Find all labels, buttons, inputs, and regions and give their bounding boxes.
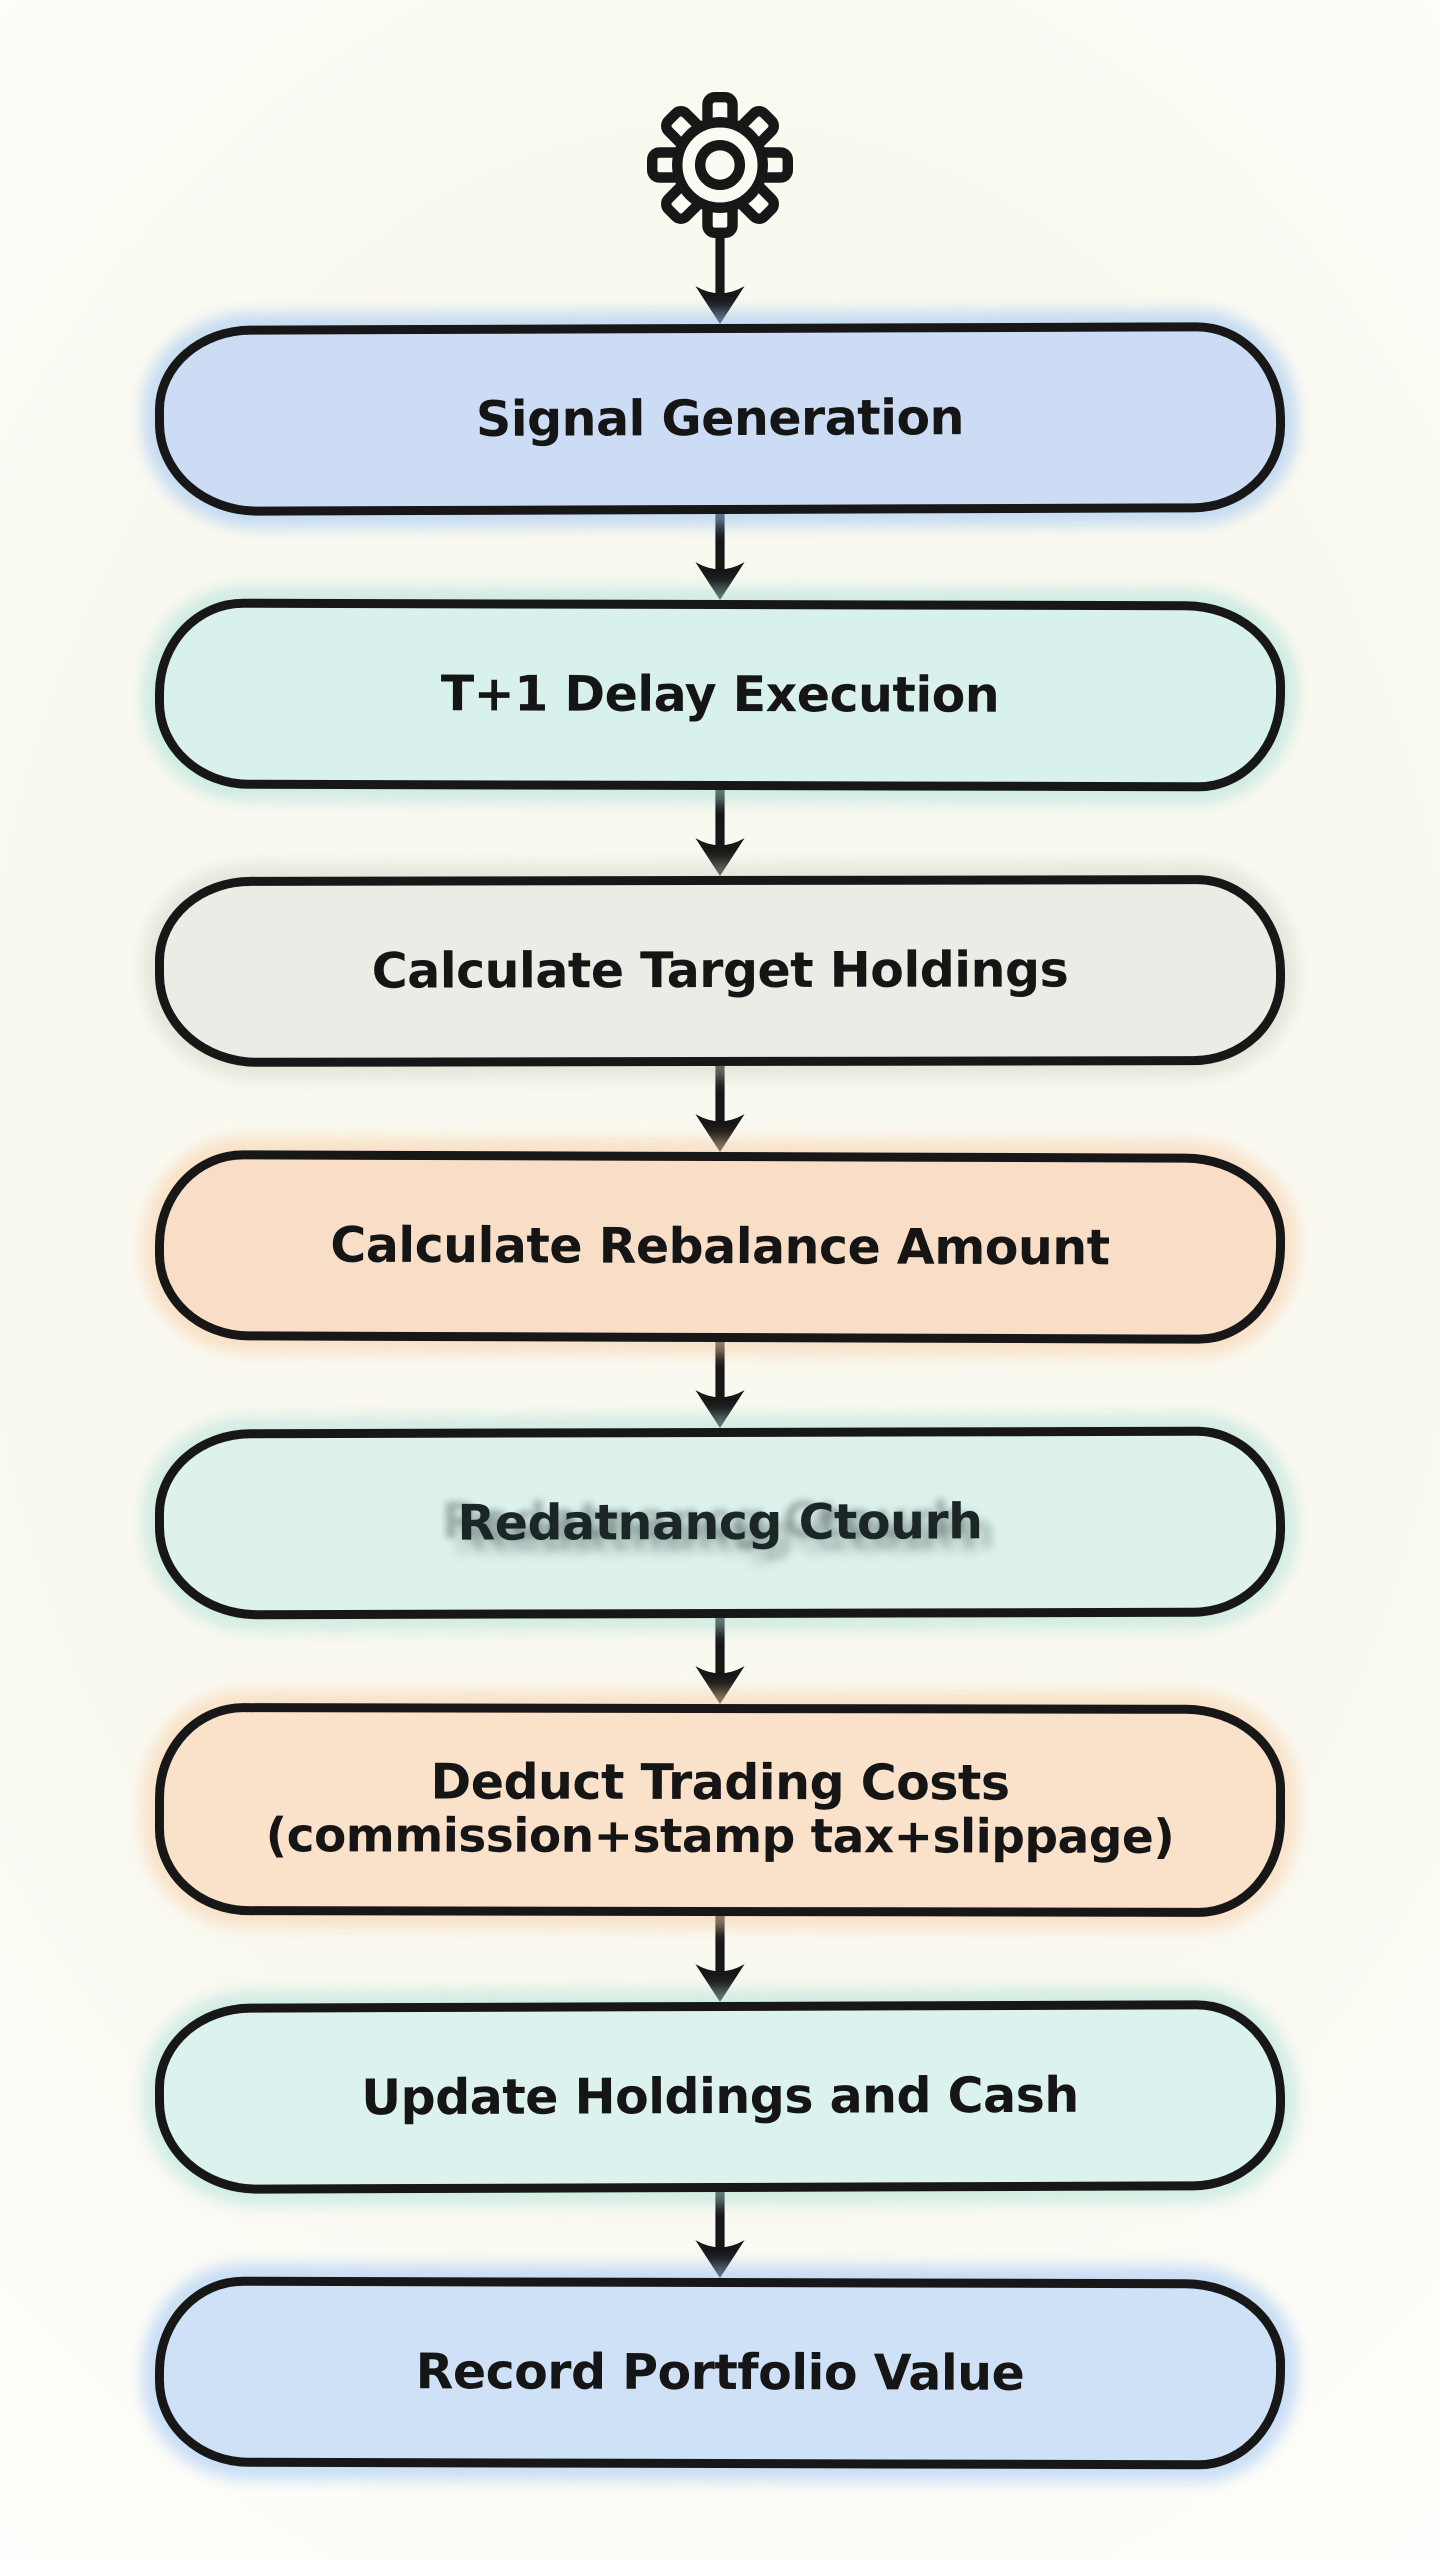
flow-step-sublabel: (commission+stamp tax+slippage)	[265, 1808, 1175, 1865]
gear-icon	[647, 92, 793, 238]
flow-step: Calculate Rebalance Amount	[154, 1066, 1286, 1344]
flow-step: Record Portfolio Value	[154, 2192, 1286, 2470]
flow-step-label: Update Holdings and Cash	[361, 2066, 1079, 2126]
flow-step: Calculate Target Holdings	[154, 790, 1286, 1067]
flow-step-record-portfolio-value: Record Portfolio Value	[154, 2276, 1286, 2470]
flow-step-label: Calculate Target Holdings	[371, 940, 1069, 1000]
down-arrow-icon	[695, 1066, 745, 1152]
down-arrow-icon	[695, 238, 745, 324]
flow-step-update-holdings-and-cash: Update Holdings and Cash	[154, 2000, 1286, 2194]
flow-step-label: Record Portfolio Value	[415, 2342, 1025, 2402]
flow-step: Redatnancg Ctourh	[154, 1342, 1286, 1620]
flow-step-label: Calculate Rebalance Amount	[330, 1216, 1110, 1276]
flow-step-deduct-trading-costs: Deduct Trading Costs (commission+stamp t…	[154, 1703, 1286, 1917]
flow-step-signal-generation: Signal Generation	[154, 322, 1286, 516]
flow-step: Deduct Trading Costs (commission+stamp t…	[154, 1618, 1286, 1917]
flow-step-calculate-rebalance-amount: Calculate Rebalance Amount	[154, 1150, 1286, 1344]
flow-step-label: T+1 Delay Execution	[440, 664, 1000, 724]
flow-step: Update Holdings and Cash	[154, 1916, 1286, 2194]
flow-step-redatnancg-ctourh: Redatnancg Ctourh	[154, 1426, 1286, 1620]
flow-step: T+1 Delay Execution	[154, 514, 1286, 792]
down-arrow-icon	[695, 514, 745, 600]
flow-step-label: Redatnancg Ctourh	[457, 1492, 983, 1552]
flow-step: Signal Generation	[154, 238, 1286, 516]
down-arrow-icon	[695, 1618, 745, 1704]
down-arrow-icon	[695, 790, 745, 876]
flow-step-calculate-target-holdings: Calculate Target Holdings	[154, 875, 1286, 1067]
flow-step-label: Deduct Trading Costs	[430, 1753, 1010, 1812]
down-arrow-icon	[695, 2192, 745, 2278]
down-arrow-icon	[695, 1342, 745, 1428]
down-arrow-icon	[695, 1916, 745, 2002]
flow-steps: Signal Generation T+1 Delay Execution Ca…	[154, 238, 1286, 2470]
flow-step-label: Signal Generation	[475, 388, 965, 448]
flow-step-t-1-delay-execution: T+1 Delay Execution	[154, 598, 1286, 792]
